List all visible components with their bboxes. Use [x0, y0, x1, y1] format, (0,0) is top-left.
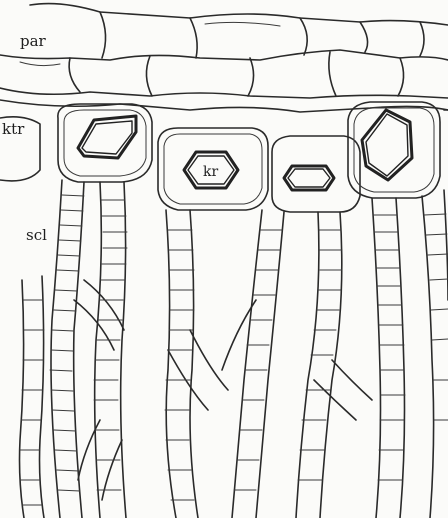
sclerenchyma-strands: [20, 180, 448, 518]
label-sclerenchyma: scl: [26, 226, 47, 244]
label-crystal-cell-layer: ktr: [2, 120, 25, 138]
label-parenchyma: par: [20, 32, 47, 50]
label-crystal: kr: [203, 164, 218, 180]
parenchyma-layer: [0, 4, 448, 112]
